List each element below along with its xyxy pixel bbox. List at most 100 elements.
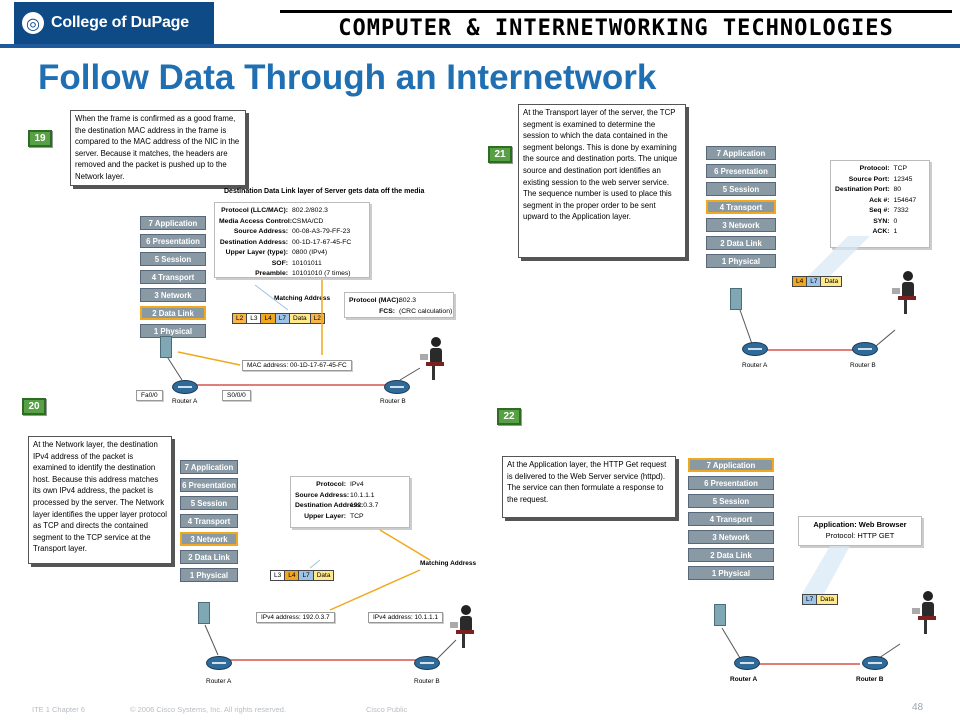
explanation-22: At the Application layer, the HTTP Get r… bbox=[502, 456, 676, 518]
layer-2: 2 Data Link bbox=[706, 236, 776, 250]
layer-1: 1 Physical bbox=[180, 568, 238, 582]
layer-7: 7 Application bbox=[706, 146, 776, 160]
caption-19: Destination Data Link layer of Server ge… bbox=[224, 188, 425, 195]
router-b-label: Router B bbox=[850, 362, 876, 369]
layer-5: 5 Session bbox=[688, 494, 774, 508]
layer-4: 4 Transport bbox=[140, 270, 206, 284]
layer-3-highlighted: 3 Network bbox=[180, 532, 238, 546]
info-row: Source Port:12345 bbox=[848, 175, 913, 183]
info-row: Protocol:IPv4 bbox=[316, 481, 364, 488]
router-b-icon bbox=[384, 380, 410, 394]
layer-4-highlighted: 4 Transport bbox=[706, 200, 776, 214]
layer-6: 6 Presentation bbox=[706, 164, 776, 178]
application-info-box-22: Application: Web Browser Protocol: HTTP … bbox=[798, 516, 922, 546]
frame-encapsulation-21: L4 L7 Data bbox=[792, 276, 843, 287]
layer-1: 1 Physical bbox=[140, 324, 206, 338]
frame-segment: L4 bbox=[285, 571, 300, 580]
info-row: Destination Port:80 bbox=[835, 186, 902, 193]
frame-segment: L7 bbox=[807, 277, 822, 286]
frame-encapsulation-22: L7 Data bbox=[802, 594, 838, 605]
server-icon bbox=[198, 602, 210, 624]
connection-lines-20 bbox=[204, 529, 457, 661]
osi-stack-19: 7 Application 6 Presentation 5 Session 4… bbox=[140, 216, 206, 338]
layer-5: 5 Session bbox=[706, 182, 776, 196]
footer: ITE 1 Chapter 6 © 2006 Cisco Systems, In… bbox=[0, 700, 960, 720]
router-a-label: Router A bbox=[172, 398, 198, 405]
info-row: SYN:0 bbox=[873, 217, 898, 225]
layer-2-highlighted: 2 Data Link bbox=[140, 306, 206, 320]
user-at-desk-icon bbox=[892, 271, 916, 314]
frame-segment: L3 bbox=[271, 571, 286, 580]
layer-3: 3 Network bbox=[688, 530, 774, 544]
layer-2: 2 Data Link bbox=[180, 550, 238, 564]
server-icon bbox=[160, 336, 172, 358]
router-b-label: Router B bbox=[856, 676, 884, 683]
frame-encapsulation-20: L3 L4 L7 Data bbox=[270, 570, 335, 581]
layer-1: 1 Physical bbox=[688, 566, 774, 580]
router-a-label: Router A bbox=[206, 678, 232, 685]
info-row: Source Address:10.1.1.1 bbox=[295, 491, 375, 499]
layer-6: 6 Presentation bbox=[140, 234, 206, 248]
ipv4-address-pill-right: IPv4 address: 10.1.1.1 bbox=[368, 612, 444, 623]
mac-info-box-19: Protocol (MAC):802.3 FCS:(CRC calculatio… bbox=[344, 292, 454, 318]
frame-segment: Data bbox=[821, 277, 842, 286]
header-rule bbox=[0, 44, 960, 48]
layer-6: 6 Presentation bbox=[688, 476, 774, 490]
matching-address-label-20: Matching Address bbox=[420, 560, 477, 567]
router-a-icon bbox=[734, 656, 760, 670]
layer-1: 1 Physical bbox=[706, 254, 776, 268]
frame-segment: L2 bbox=[233, 314, 248, 323]
info-row: Source Address:00-08-A3-79-FF-23 bbox=[233, 228, 351, 235]
frame-encapsulation-19: L2 L3 L4 L7 Data L2 bbox=[232, 313, 325, 324]
router-a-icon bbox=[206, 656, 232, 670]
frame-segment: L7 bbox=[803, 595, 818, 604]
info-row: Ack #:154647 bbox=[869, 196, 917, 204]
info-row: Destination Address:192.0.3.7 bbox=[295, 502, 379, 509]
logo-text: College of DuPage bbox=[51, 14, 189, 31]
fa-interface-label: Fa0/0 bbox=[136, 390, 163, 401]
router-b-icon bbox=[414, 656, 440, 670]
footer-copyright: © 2006 Cisco Systems, Inc. All rights re… bbox=[130, 705, 287, 714]
segment-info-box-21: Protocol:TCP Source Port:12345 Destinati… bbox=[830, 160, 930, 248]
frame-segment: L7 bbox=[299, 571, 314, 580]
ipv4-address-pill-left: IPv4 address: 192.0.3.7 bbox=[256, 612, 335, 623]
frame-segment: L4 bbox=[793, 277, 808, 286]
program-banner: COMPUTER & INTERNETWORKING TECHNOLOGIES bbox=[280, 10, 952, 44]
router-b-label: Router B bbox=[380, 398, 406, 405]
step-badge-21: 21 bbox=[488, 146, 512, 163]
explanation-19: When the frame is confirmed as a good fr… bbox=[70, 110, 246, 186]
step-badge-19: 19 bbox=[28, 130, 52, 147]
frame-segment: L4 bbox=[261, 314, 276, 323]
user-at-desk-icon bbox=[420, 337, 444, 380]
info-row: SOF:10101011 bbox=[271, 259, 322, 267]
user-at-desk-icon bbox=[450, 605, 474, 648]
router-b-icon bbox=[862, 656, 888, 670]
osi-stack-21: 7 Application 6 Presentation 5 Session 4… bbox=[706, 146, 776, 268]
info-row: Preamble:10101010 (7 times) bbox=[255, 270, 351, 277]
mac-address-pill-19: MAC address: 00-1D-17-67-45-FC bbox=[242, 360, 352, 371]
layer-5: 5 Session bbox=[140, 252, 206, 266]
frame-segment: L7 bbox=[275, 314, 290, 323]
banner-text: COMPUTER & INTERNETWORKING TECHNOLOGIES bbox=[338, 16, 894, 41]
step-badge-22: 22 bbox=[497, 408, 521, 425]
frame-segment: Data bbox=[817, 595, 837, 604]
layer-2: 2 Data Link bbox=[688, 548, 774, 562]
page-number: 48 bbox=[912, 702, 924, 713]
layer-6: 6 Presentation bbox=[180, 478, 238, 492]
slide-title: Follow Data Through an Internetwork bbox=[38, 58, 657, 97]
layer-7: 7 Application bbox=[180, 460, 238, 474]
info-row: Protocol:TCP bbox=[859, 165, 908, 172]
college-logo: ◎ College of DuPage bbox=[14, 2, 214, 44]
server-icon bbox=[714, 604, 726, 626]
layer-5: 5 Session bbox=[180, 496, 238, 510]
info-row: Protocol (MAC):802.3 bbox=[349, 297, 417, 304]
footer-course: ITE 1 Chapter 6 bbox=[32, 705, 85, 714]
user-at-desk-icon bbox=[912, 591, 936, 634]
layer-4: 4 Transport bbox=[688, 512, 774, 526]
router-a-icon bbox=[172, 380, 198, 394]
router-b-label: Router B bbox=[414, 678, 440, 685]
router-a-label: Router A bbox=[742, 362, 768, 369]
info-row: FCS:(CRC calculation) bbox=[379, 307, 453, 315]
layer-7-highlighted: 7 Application bbox=[688, 458, 774, 472]
frame-segment: L2 bbox=[310, 314, 324, 323]
